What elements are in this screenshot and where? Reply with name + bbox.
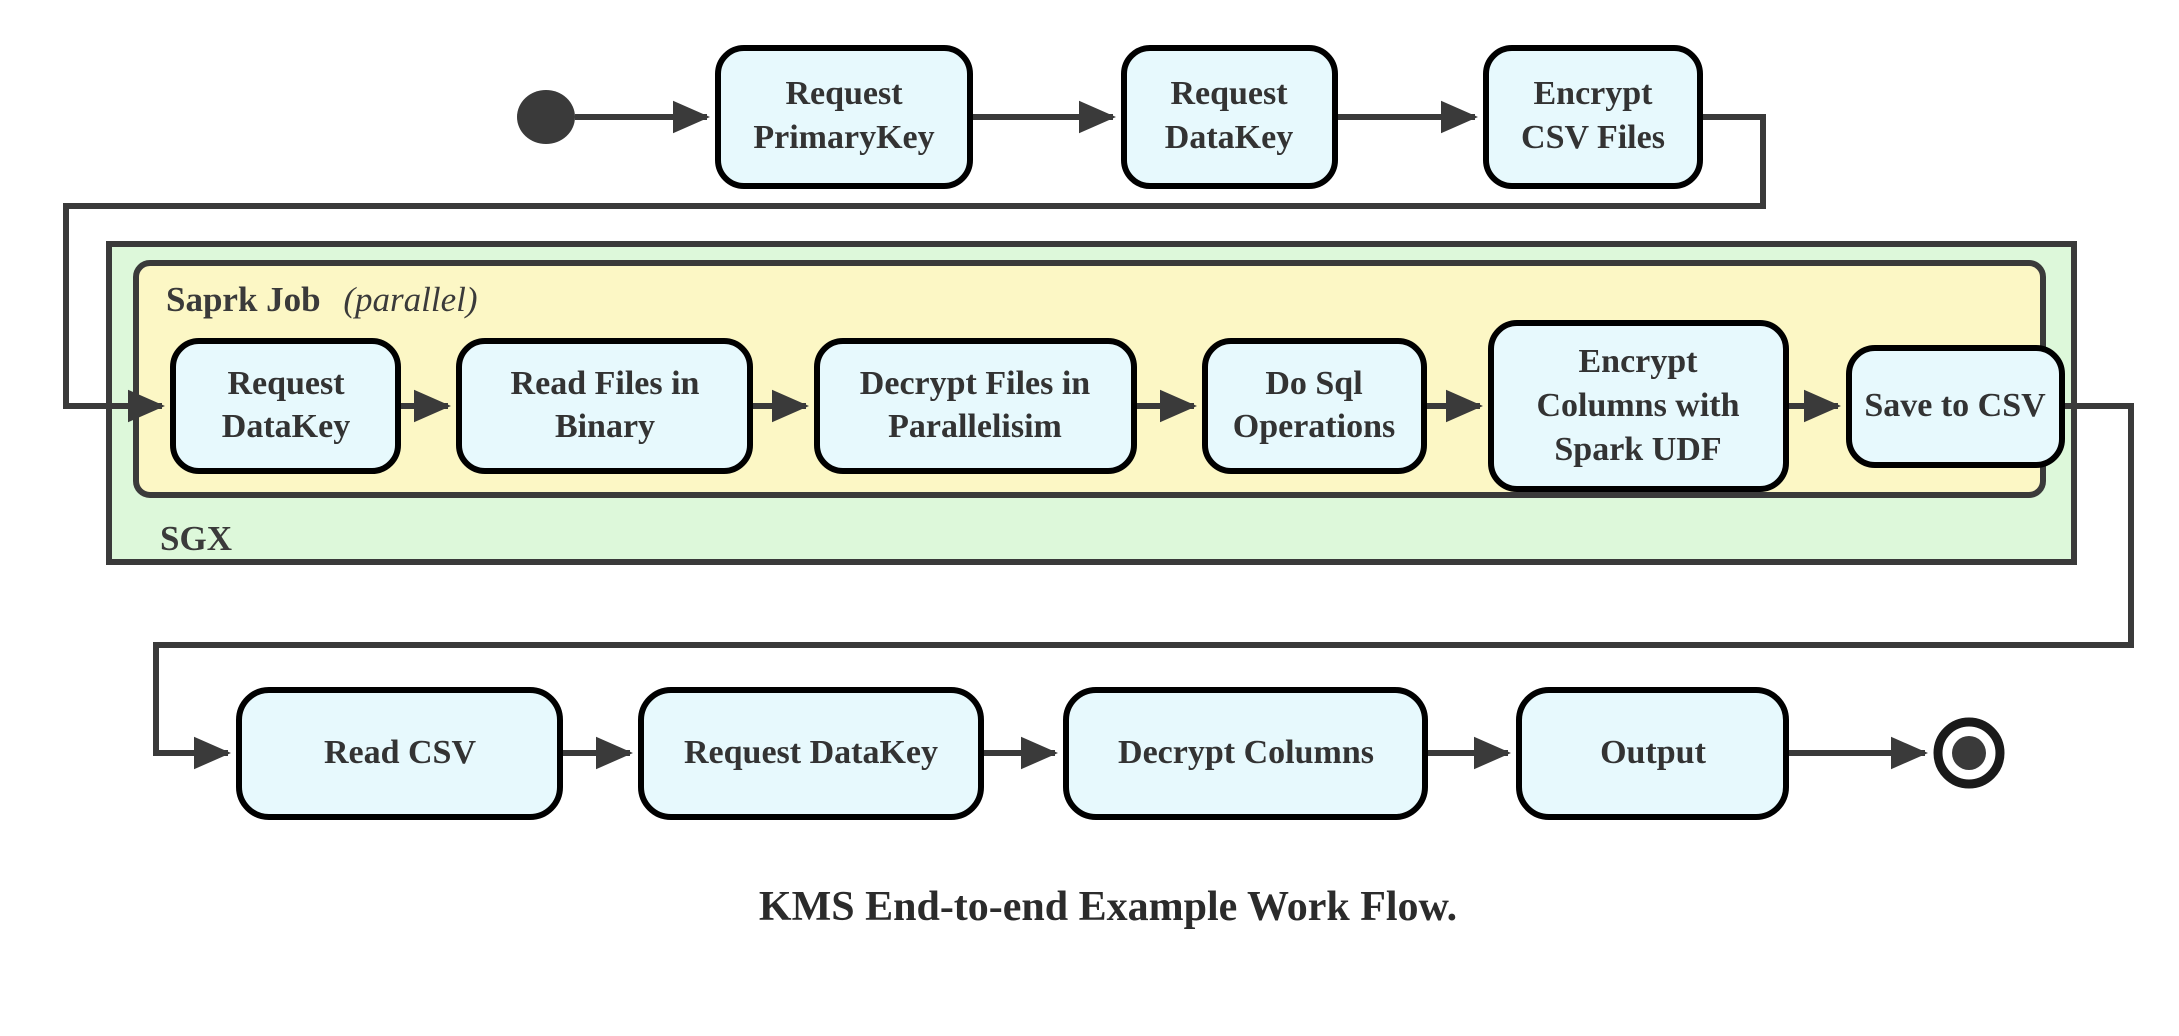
node-encrypt-csv-files[interactable]: Encrypt CSV Files bbox=[1483, 45, 1703, 189]
request-primarykey-box[interactable] bbox=[715, 45, 973, 189]
read-files-in-binary-box[interactable] bbox=[456, 338, 753, 474]
node-decrypt-columns[interactable]: Decrypt Columns bbox=[1063, 687, 1428, 820]
request-datakey-spark-label-line-2: DataKey bbox=[222, 408, 350, 445]
spark-job-label-note: (parallel) bbox=[343, 280, 477, 319]
node-do-sql-operations[interactable]: Do Sql Operations bbox=[1202, 338, 1427, 474]
request-primarykey-label-line-1: Request bbox=[785, 75, 903, 112]
start-node-circle bbox=[517, 90, 575, 144]
end-node-inner-dot bbox=[1952, 736, 1986, 770]
encrypt-csv-files-box[interactable] bbox=[1483, 45, 1703, 189]
do-sql-operations-label-line-1: Do Sql bbox=[1265, 365, 1362, 402]
do-sql-operations-box[interactable] bbox=[1202, 338, 1427, 474]
decrypt-files-in-parallelisim-label-line-1: Decrypt Files in bbox=[860, 365, 1090, 402]
node-request-primarykey[interactable]: Request PrimaryKey bbox=[715, 45, 973, 189]
edges-layer bbox=[63, 100, 2134, 770]
node-output[interactable]: Output bbox=[1516, 687, 1789, 820]
request-datakey-bottom-box[interactable] bbox=[638, 687, 984, 820]
encrypt-columns-with-spark-udf-label-line-2: Columns with bbox=[1536, 387, 1739, 424]
spark-job-label-text: Saprk Job bbox=[166, 280, 321, 319]
output-box[interactable] bbox=[1516, 687, 1789, 820]
encrypt-columns-with-spark-udf-label-line-1: Encrypt bbox=[1579, 343, 1699, 380]
decrypt-files-in-parallelisim-box[interactable] bbox=[814, 338, 1137, 474]
decrypt-files-in-parallelisim-label-line-2: Parallelisim bbox=[888, 408, 1062, 445]
encrypt-columns-with-spark-udf-label-line-3: Spark UDF bbox=[1554, 431, 1721, 468]
edge-encrypt-csv-to-spark-request-datakey bbox=[63, 114, 1766, 423]
request-datakey-spark-box[interactable] bbox=[170, 338, 401, 474]
diagram-caption: KMS End-to-end Example Work Flow. bbox=[759, 884, 1457, 930]
node-read-files-in-binary[interactable]: Read Files in Binary bbox=[456, 338, 753, 474]
read-files-in-binary-label-line-2: Binary bbox=[555, 408, 655, 445]
sgx-label: SGX bbox=[160, 519, 232, 558]
save-to-csv-box[interactable] bbox=[1846, 345, 2065, 468]
encrypt-csv-files-label-line-2: CSV Files bbox=[1521, 119, 1665, 156]
read-csv-box[interactable] bbox=[236, 687, 563, 820]
node-save-to-csv[interactable]: Save to CSV bbox=[1846, 345, 2065, 468]
request-datakey-bottom-label: Request DataKey bbox=[684, 734, 938, 771]
end-node bbox=[1933, 717, 2005, 789]
node-read-csv[interactable]: Read CSV bbox=[236, 687, 563, 820]
node-request-datakey-spark[interactable]: Request DataKey bbox=[170, 338, 401, 474]
node-request-datakey-top[interactable]: Request DataKey bbox=[1121, 45, 1338, 189]
decrypt-columns-box[interactable] bbox=[1063, 687, 1428, 820]
decrypt-columns-label: Decrypt Columns bbox=[1118, 734, 1374, 771]
end-node-outer-ring bbox=[1933, 717, 2005, 789]
encrypt-columns-with-spark-udf-box[interactable] bbox=[1488, 320, 1789, 492]
node-decrypt-files-in-parallelisim[interactable]: Decrypt Files in Parallelisim bbox=[814, 338, 1137, 474]
request-datakey-top-box[interactable] bbox=[1121, 45, 1338, 189]
do-sql-operations-label-line-2: Operations bbox=[1233, 408, 1395, 445]
spark-job-label: Saprk Job (parallel) bbox=[166, 280, 478, 319]
read-files-in-binary-label-line-1: Read Files in bbox=[511, 365, 700, 402]
request-datakey-top-label-line-2: DataKey bbox=[1165, 119, 1293, 156]
request-datakey-top-label-line-1: Request bbox=[1170, 75, 1288, 112]
request-primarykey-label-line-2: PrimaryKey bbox=[753, 119, 934, 156]
save-to-csv-label: Save to CSV bbox=[1864, 387, 2046, 424]
start-node bbox=[517, 90, 575, 144]
read-csv-label: Read CSV bbox=[324, 734, 477, 771]
edge-save-csv-to-read-csv bbox=[153, 403, 2134, 770]
request-datakey-spark-label-line-1: Request bbox=[227, 365, 345, 402]
output-label: Output bbox=[1600, 734, 1706, 771]
encrypt-csv-files-label-line-1: Encrypt bbox=[1534, 75, 1654, 112]
node-encrypt-columns-with-spark-udf[interactable]: Encrypt Columns with Spark UDF bbox=[1488, 320, 1789, 492]
node-request-datakey-bottom[interactable]: Request DataKey bbox=[638, 687, 984, 820]
